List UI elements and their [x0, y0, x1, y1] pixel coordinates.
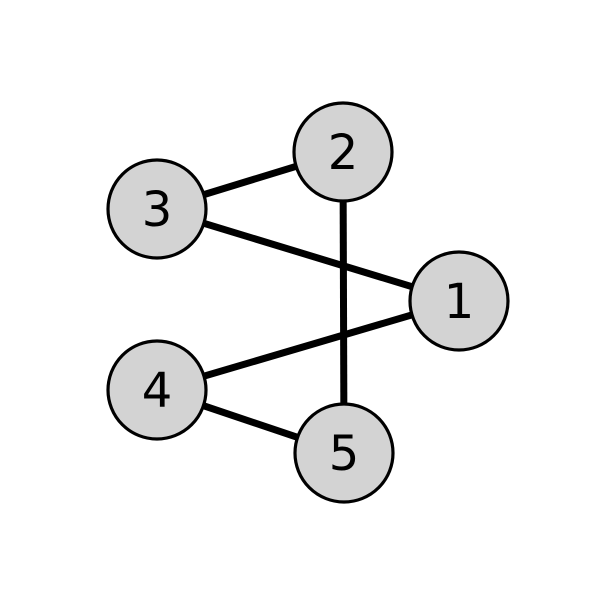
- graph-node-circle-4[interactable]: [106, 339, 208, 441]
- graph-node-label-2: 2: [328, 125, 359, 181]
- graph-node-label-5: 5: [329, 426, 360, 482]
- graph-node-label-3: 3: [142, 182, 173, 238]
- graph-node-circle-5[interactable]: [293, 402, 395, 504]
- graph-node-2[interactable]: 2: [292, 101, 394, 203]
- graph-node-label-1: 1: [444, 274, 475, 330]
- graph-node-label-4: 4: [142, 363, 173, 419]
- graph-node-1[interactable]: 1: [408, 250, 510, 352]
- graph-node-circle-2[interactable]: [292, 101, 394, 203]
- graph-node-5[interactable]: 5: [293, 402, 395, 504]
- graph-node-circle-1[interactable]: [408, 250, 510, 352]
- graph-edge-3-1: [155, 205, 461, 305]
- node-layer: 1 2 3 4 5: [106, 101, 510, 504]
- graph-node-3[interactable]: 3: [106, 158, 208, 260]
- graph-edge-4-1: [156, 297, 460, 394]
- graph-node-4[interactable]: 4: [106, 339, 208, 441]
- graph-node-circle-3[interactable]: [106, 158, 208, 260]
